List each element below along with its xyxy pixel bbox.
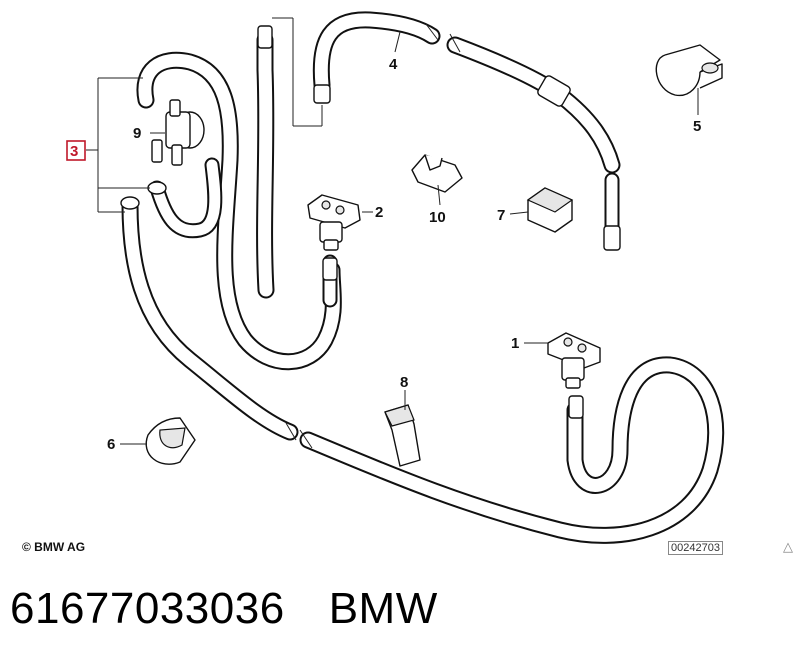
- hose-4-right: [446, 36, 621, 174]
- part-8-holder: [384, 404, 421, 467]
- callout-10[interactable]: 10: [429, 209, 446, 226]
- callout-3-highlight-box: [66, 140, 86, 161]
- hose-lower-right: [299, 356, 725, 544]
- part-10-clip: [411, 154, 463, 193]
- callouts: 3 9 2 4 5 10 7 8 1 6: [66, 56, 701, 453]
- part-number: 61677033036: [10, 584, 285, 633]
- copyright-notice: © BMW AG: [22, 540, 86, 554]
- callout-4[interactable]: 4: [389, 56, 398, 73]
- break-marks: [285, 23, 461, 449]
- callout-1[interactable]: 1: [511, 335, 519, 352]
- part-6-clip: [145, 417, 196, 465]
- callout-3[interactable]: 3: [70, 143, 78, 160]
- callout-8[interactable]: 8: [400, 374, 408, 391]
- coupling-sleeve: [537, 75, 571, 107]
- callout-9[interactable]: 9: [133, 125, 141, 142]
- part-1-connector: [547, 332, 601, 389]
- part-2-connector: [307, 194, 361, 251]
- item-3-bracket: [86, 77, 150, 213]
- brand-name: BMW: [328, 584, 438, 633]
- part-7-sleeve: [526, 187, 574, 233]
- callout-6[interactable]: 6: [107, 436, 115, 453]
- leader-lines: [120, 31, 699, 445]
- diagram-reference-number: 00242703: [668, 541, 723, 555]
- callout-5[interactable]: 5: [693, 118, 701, 135]
- hose-fittings: [120, 25, 621, 419]
- callout-7[interactable]: 7: [497, 207, 505, 224]
- part-5-clip: [655, 44, 723, 97]
- part-9-check-valve: [151, 99, 205, 166]
- hose-4-bracket: [272, 17, 323, 127]
- footer-caption: 61677033036 BMW: [10, 584, 482, 634]
- callout-2[interactable]: 2: [375, 204, 383, 221]
- warning-icon: △: [783, 539, 793, 554]
- hose-set: [121, 11, 725, 544]
